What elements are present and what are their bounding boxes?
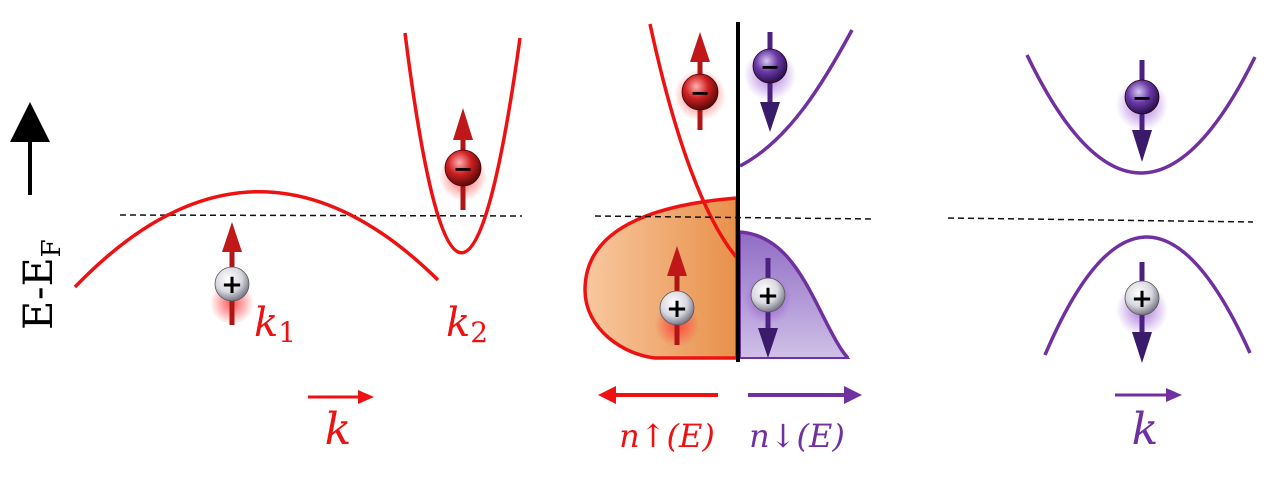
valence-band-k1 <box>73 190 440 289</box>
hole-spin-up-k1: + <box>210 222 254 325</box>
k-axis-right: k <box>1115 388 1182 455</box>
electron-sign: − <box>453 155 473 183</box>
k-axis-right-label: k <box>1132 404 1159 455</box>
hole-sign-right: + <box>1131 284 1153 314</box>
dos-arrow-spin-down <box>748 386 862 404</box>
electron-sign-down: − <box>760 53 780 81</box>
electron-spin-down-right: − <box>1116 60 1168 162</box>
dos-arrow-spin-up <box>598 386 718 404</box>
hole-sign-up: + <box>666 294 688 324</box>
panel-right-band-structure: − + k <box>947 54 1257 455</box>
panel-left-band-structure: + − k1 k2 k <box>73 32 523 455</box>
dos-down-label: n↓(E) <box>749 417 845 455</box>
conduction-band-k2 <box>403 32 522 255</box>
electron-spin-up-k2: − <box>439 108 487 210</box>
k-axis-left-label: k <box>325 404 352 455</box>
k-axis-left: k <box>308 390 374 455</box>
filled-dos-spin-up <box>583 196 739 360</box>
dos-curve-spin-down <box>739 29 854 168</box>
panel-middle-dos: − − + + <box>583 22 876 455</box>
electron-spin-up-dos: − <box>674 32 726 130</box>
k1-label: k1 <box>254 300 296 349</box>
fermi-level-line <box>119 214 523 217</box>
dos-curve-spin-up <box>648 23 739 260</box>
valence-band-right <box>1043 235 1252 356</box>
electron-sign-up: − <box>690 79 710 107</box>
hole-spin-down-dos: + <box>744 258 792 358</box>
hole-spin-up-dos: + <box>655 246 699 347</box>
electron-sign-right: − <box>1132 84 1152 112</box>
energy-axis-label: E-EF <box>16 239 67 330</box>
fermi-level-line-middle <box>594 215 876 220</box>
fermi-level-line-right <box>947 217 1254 223</box>
hole-sign-down: + <box>757 281 779 311</box>
dos-curve-spin-down-lower <box>739 230 850 360</box>
hole-sign: + <box>221 270 243 300</box>
conduction-band-right <box>1025 54 1257 175</box>
electron-spin-down-dos: − <box>744 32 796 132</box>
dos-up-label: n↑(E) <box>619 417 715 455</box>
hole-spin-down-right: + <box>1116 262 1168 363</box>
energy-axis: E-EF <box>10 102 67 330</box>
k2-label: k2 <box>446 300 488 349</box>
